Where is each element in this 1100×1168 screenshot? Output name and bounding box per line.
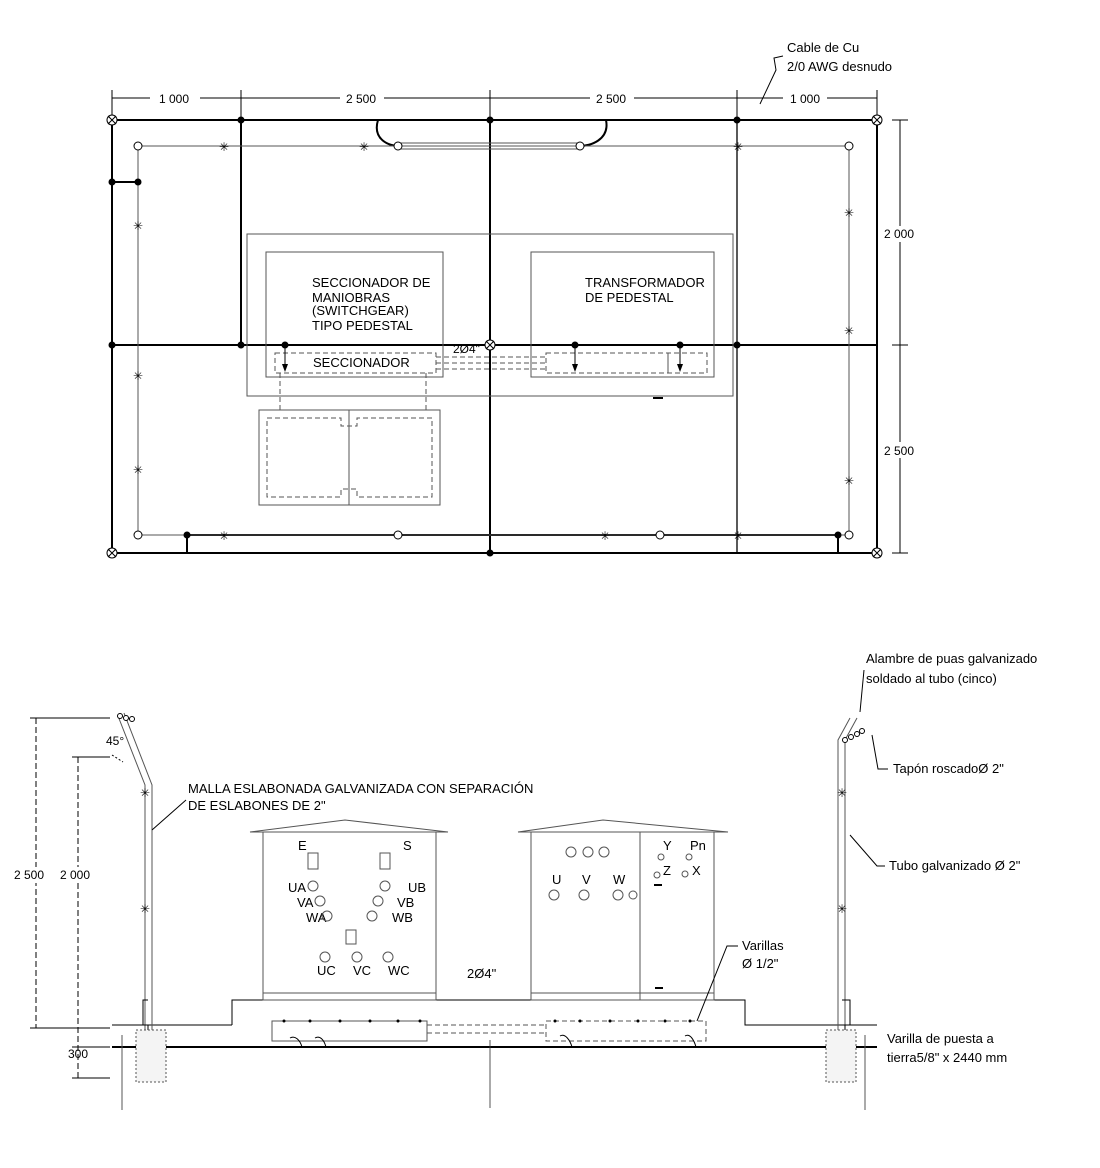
fence-outline — [137, 145, 850, 536]
terminal-Pn: Pn — [690, 838, 706, 853]
terminal-UB: UB — [408, 880, 426, 895]
mesh-note-2: DE ESLABONES DE 2" — [188, 798, 326, 813]
svg-text:✳: ✳ — [140, 786, 150, 800]
dim-right-2: 2 500 — [884, 444, 914, 458]
left-fence-post: ✳✳ — [117, 712, 167, 1110]
left-dimension — [35, 718, 79, 1078]
mesh-note-1: MALLA ESLABONADA GALVANIZADA CON SEPARAC… — [188, 781, 533, 796]
dim-top-4: 1 000 — [790, 92, 820, 106]
switchgear-label-4: TIPO PEDESTAL — [312, 318, 413, 333]
dim-top-3: 2 500 — [596, 92, 626, 106]
plan-view: 1 000 2 500 2 500 1 000 Cable de Cu 2/0 … — [106, 40, 920, 559]
terminal-U: U — [552, 872, 561, 887]
svg-text:✳: ✳ — [133, 219, 143, 233]
fence-star-marks: ✳ ✳ ✳ ✳ ✳ ✳ ✳ ✳ ✳ ✳ ✳ ✳ — [133, 140, 854, 543]
transformer-cabinet: U V W Y Z Pn X — [517, 819, 729, 1001]
svg-text:✳: ✳ — [733, 140, 743, 154]
cable-note-2: 2/0 AWG desnudo — [787, 59, 892, 74]
svg-text:✳: ✳ — [844, 474, 854, 488]
transformer-label-2: DE PEDESTAL — [585, 290, 674, 305]
terminal-V: V — [582, 872, 591, 887]
switchgear-box — [265, 251, 444, 378]
elevation-duct-label: 2Ø4" — [467, 966, 497, 981]
equipment-pad — [246, 233, 734, 397]
svg-text:✳: ✳ — [140, 902, 150, 916]
svg-text:✳: ✳ — [844, 206, 854, 220]
terminal-VA: VA — [297, 895, 314, 910]
svg-text:✳: ✳ — [219, 529, 229, 543]
svg-text:✳: ✳ — [837, 902, 847, 916]
ground-rod-note-1: Varilla de puesta a — [887, 1031, 994, 1046]
angle-label: 45° — [106, 734, 124, 748]
terminal-UC: UC — [317, 963, 336, 978]
fence-posts — [133, 141, 854, 540]
plan-duct-label: 2Ø4" — [453, 342, 480, 356]
tube-note: Tubo galvanizado Ø 2" — [889, 858, 1021, 873]
switchgear-label-2: MANIOBRAS — [312, 290, 390, 305]
switchgear-cabinet: E S UA VA WA UB VB WB UC VC WC — [249, 819, 449, 1001]
dim-left-3: 300 — [68, 1047, 88, 1061]
terminal-UA: UA — [288, 880, 306, 895]
svg-text:✳: ✳ — [219, 140, 229, 154]
barbed-wire-note-1: Alambre de puas galvanizado — [866, 651, 1037, 666]
dim-right-1: 2 000 — [884, 227, 914, 241]
switchgear-label-1: SECCIONADOR DE — [312, 275, 431, 290]
terminal-WA: WA — [306, 910, 327, 925]
terminal-W: W — [613, 872, 626, 887]
elevation-view: E S UA VA WA UB VB WB UC VC WC — [14, 651, 1037, 1110]
svg-text:✳: ✳ — [133, 463, 143, 477]
top-dimension — [111, 90, 878, 118]
ground-rod-icons — [106, 114, 883, 559]
ground-grid — [111, 119, 878, 554]
cable-note-1: Cable de Cu — [787, 40, 859, 55]
terminal-VB: VB — [397, 895, 414, 910]
switchgear-label-3: (SWITCHGEAR) — [312, 303, 409, 318]
terminal-WC: WC — [388, 963, 410, 978]
right-dimension — [892, 119, 908, 554]
rods-note-1: Varillas — [742, 938, 784, 953]
terminal-X: X — [692, 863, 701, 878]
ground-rod-note-2: tierra5/8" x 2440 mm — [887, 1050, 1007, 1065]
svg-text:✳: ✳ — [133, 369, 143, 383]
svg-text:✳: ✳ — [844, 324, 854, 338]
svg-text:✳: ✳ — [600, 529, 610, 543]
transformer-label-1: TRANSFORMADOR — [585, 275, 705, 290]
rods-note-2: Ø 1/2" — [742, 956, 779, 971]
dim-top-1: 1 000 — [159, 92, 189, 106]
seccionador-label: SECCIONADOR — [313, 355, 410, 370]
terminal-Z: Z — [663, 863, 671, 878]
dim-left-2: 2 000 — [60, 868, 90, 882]
terminal-VC: VC — [353, 963, 371, 978]
svg-text:✳: ✳ — [359, 140, 369, 154]
dim-left-1: 2 500 — [14, 868, 44, 882]
svg-text:✳: ✳ — [733, 529, 743, 543]
transformer-box — [530, 251, 715, 378]
terminal-Y: Y — [663, 838, 672, 853]
terminal-S: S — [403, 838, 412, 853]
barbed-wire-note-2: soldado al tubo (cinco) — [866, 671, 997, 686]
dim-top-2: 2 500 — [346, 92, 376, 106]
terminal-WB: WB — [392, 910, 413, 925]
svg-text:✳: ✳ — [837, 786, 847, 800]
terminal-E: E — [298, 838, 307, 853]
grid-nodes — [108, 116, 842, 557]
cap-note: Tapón roscadoØ 2" — [893, 761, 1004, 776]
right-fence-post: ✳✳ — [825, 717, 866, 1110]
